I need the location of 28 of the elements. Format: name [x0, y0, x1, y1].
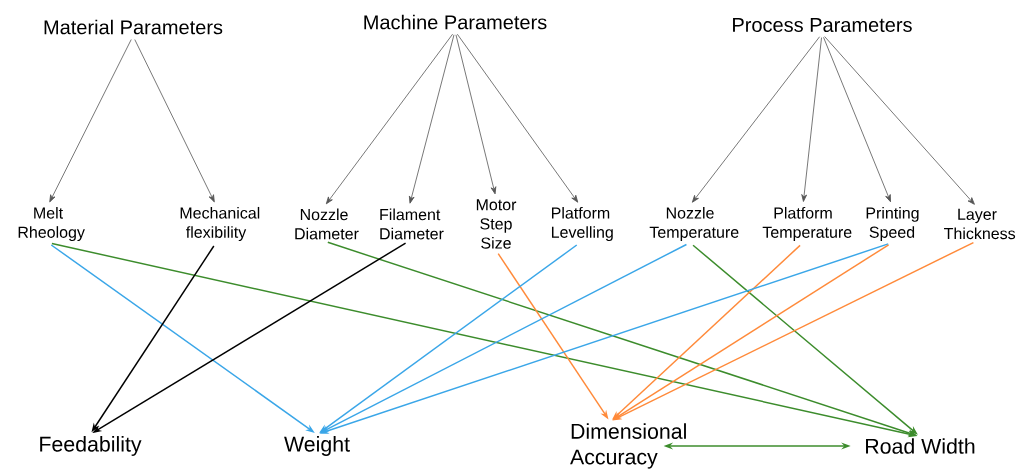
parameter-label: Filament Diameter	[380, 208, 444, 240]
parameter-label: Platform Levelling	[552, 206, 613, 242]
outcome-label: Dimensional Accuracy	[570, 423, 686, 469]
parameter-label: Nozzle Diameter	[295, 208, 359, 240]
arrow	[691, 36, 820, 203]
outcome-label: Road Width	[866, 438, 975, 454]
arrow	[455, 34, 497, 195]
arrow	[325, 33, 453, 205]
parameter-label: Motor Step Size	[476, 199, 517, 249]
arrow	[692, 244, 918, 435]
parameter-label: Printing Speed	[866, 206, 919, 242]
arrow	[134, 39, 215, 203]
parameter-label: Layer Thickness	[944, 208, 1016, 240]
arrow	[823, 36, 891, 203]
parameter-group-label: Process Parameters	[733, 18, 912, 32]
arrow	[801, 37, 822, 202]
arrow	[49, 39, 132, 203]
parameter-label: Mechanical flexibility	[180, 206, 260, 242]
parameter-group-label: Material Parameters	[44, 19, 223, 35]
parameter-label: Melt Rheology	[18, 206, 85, 242]
parameter-label: Platform Temperature	[762, 206, 852, 242]
arrow	[408, 34, 455, 204]
arrow	[456, 33, 579, 203]
arrow	[824, 36, 975, 205]
parameter-label: Nozzle Temperature	[649, 206, 739, 242]
outcome-label: Feedability	[40, 436, 142, 456]
outcome-label: Weight	[284, 436, 350, 456]
parameter-group-label: Machine Parameters	[364, 14, 547, 30]
